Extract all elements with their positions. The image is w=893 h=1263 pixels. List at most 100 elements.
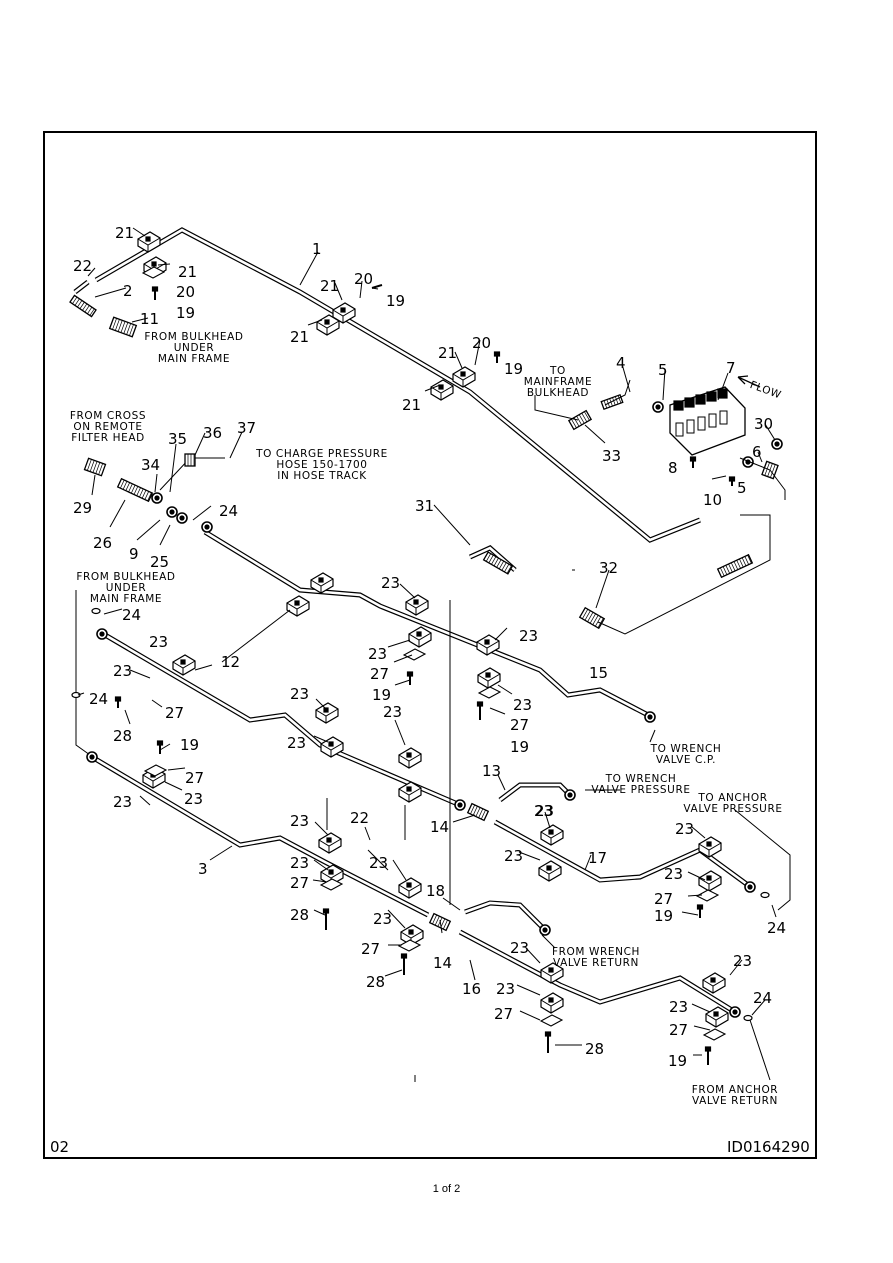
clamp-7: [286, 595, 310, 617]
leader-5: [371, 287, 379, 290]
callout-c28d: 28: [585, 1040, 604, 1058]
tube-1-bore: [95, 228, 701, 542]
clamp-17-hole: [406, 786, 412, 792]
clamp-3-hole: [340, 307, 346, 313]
clamp-15-hole: [406, 752, 412, 758]
note-from-cross-1: ON REMOTE: [73, 421, 142, 433]
leader-32: [103, 608, 123, 615]
note-to-charge-pressure-1: HOSE 150-1700: [276, 459, 367, 471]
callout-c33: 33: [602, 447, 621, 465]
bolt-10-head: [704, 1046, 712, 1052]
page-number: 1 of 2: [432, 1183, 461, 1195]
clamp-29-edge: [705, 1012, 729, 1027]
leader-80: [516, 984, 541, 996]
leader-87: [541, 934, 556, 949]
leader-47: [394, 719, 406, 746]
clamp-24-hole: [706, 875, 712, 881]
clamp-12-edge: [477, 673, 501, 688]
leader-29: [595, 569, 610, 609]
clamp-9-edge: [405, 600, 429, 615]
callout-c23k: 23: [113, 793, 132, 811]
anchor-pressure-run: [734, 809, 791, 911]
leader-58: [314, 821, 329, 836]
clamp-4: [430, 379, 454, 401]
clamp-7-hole: [294, 600, 300, 606]
fitting-24-top-core: [204, 524, 210, 530]
leader-3: [334, 282, 343, 301]
clamp-24-edge: [698, 876, 722, 891]
callout-c28a: 28: [113, 727, 132, 745]
leader-11: [424, 384, 441, 392]
clamp-22-hole: [546, 865, 552, 871]
callout-c23e: 23: [113, 662, 132, 680]
callout-c27f: 27: [361, 940, 380, 958]
callout-c7: 7: [726, 359, 736, 377]
o-ring-24-upper: [91, 607, 101, 615]
callout-c24e: 24: [753, 989, 772, 1007]
fitting-3-end-core: [89, 754, 95, 760]
leader-81: [519, 1010, 541, 1021]
note-to-anchor-pressure-1: VALVE PRESSURE: [683, 803, 782, 815]
clamp-9: [405, 594, 429, 616]
leader-52: [139, 795, 151, 806]
callout-c9: 9: [129, 545, 139, 563]
callout-c27e: 27: [290, 874, 309, 892]
leader-60: [392, 859, 407, 881]
o-ring-24-lower: [743, 1014, 753, 1022]
callout-c34: 34: [141, 456, 160, 474]
clamp-15-edge: [398, 753, 422, 768]
note-from-bulkhead-left-0: FROM BULKHEAD: [76, 571, 175, 583]
leader-18: [87, 267, 96, 277]
clamp-19-hole: [328, 869, 334, 875]
vertical-guides: [326, 798, 406, 840]
fitting-34-core: [154, 495, 160, 501]
leader-21: [154, 473, 158, 493]
leader-83: [693, 1025, 711, 1031]
leader-20: [109, 499, 126, 528]
leader-23: [194, 432, 206, 456]
flow-arrow: [737, 375, 761, 388]
callout-c14a: 14: [430, 818, 449, 836]
fitting-36: [184, 453, 196, 467]
callout-c16: 16: [462, 980, 481, 998]
callout-c8: 8: [668, 459, 678, 477]
callout-c5a: 5: [658, 361, 668, 379]
clamp-8-edge: [172, 660, 196, 675]
leader-8: [131, 317, 149, 323]
leader-9: [454, 351, 463, 369]
note-to-wrench-cp-1: VALVE C.P.: [656, 754, 716, 766]
note-from-bulkhead-top-1: UNDER: [174, 342, 215, 354]
leader-74: [691, 826, 706, 839]
clamp-26: [540, 962, 564, 984]
callout-c25: 25: [150, 553, 169, 571]
bolt-5-head: [476, 701, 484, 707]
leader-82: [691, 1003, 711, 1013]
clamp-20-edge: [398, 883, 422, 898]
note-to-mainframe-bulkhead-1: MAINFRAME: [524, 376, 592, 388]
plate-0: [141, 266, 166, 279]
callout-c23g: 23: [290, 685, 309, 703]
leader-22: [169, 443, 177, 493]
callout-c21a: 21: [115, 224, 134, 242]
plate-8: [702, 1028, 727, 1041]
callout-c24c: 24: [89, 690, 108, 708]
clamp-28-hole: [710, 977, 716, 983]
o-ring-24-left: [71, 691, 81, 699]
callout-c23t: 23: [510, 939, 529, 957]
callout-c19d: 19: [372, 686, 391, 704]
leader-55: [209, 845, 233, 861]
clamp-23: [698, 836, 722, 858]
callout-c27c: 27: [510, 716, 529, 734]
clamp-14: [320, 736, 344, 758]
leader-46: [315, 698, 326, 709]
leader-64: [442, 897, 461, 911]
fitting-30-core: [774, 441, 780, 447]
clamp-11-hole: [484, 639, 490, 645]
leader-38: [387, 639, 411, 648]
note-to-wrench-cp-0: TO WRENCH: [650, 743, 722, 755]
callout-c2: 2: [123, 282, 133, 300]
leader-34: [194, 664, 213, 671]
callout-c5b: 5: [737, 479, 747, 497]
callout-c20a: 20: [176, 283, 195, 301]
leader-40: [394, 679, 411, 686]
